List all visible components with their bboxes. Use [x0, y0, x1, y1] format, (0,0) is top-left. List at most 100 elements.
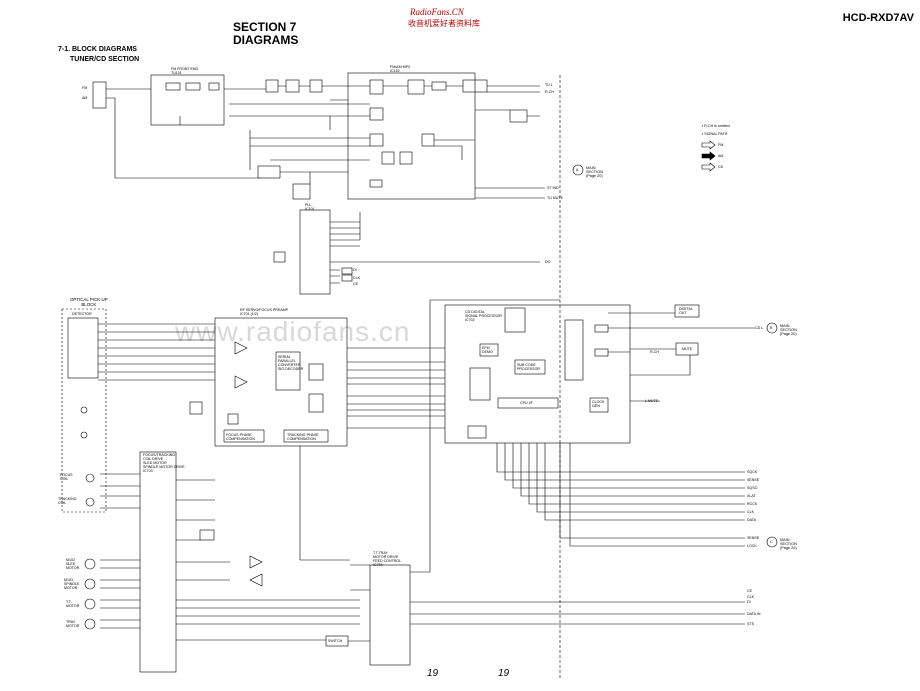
lmute-label: L MUTE [645, 399, 659, 403]
dac-l-block [594, 324, 609, 333]
tracking-coil-label: TRACKING COIL [58, 497, 77, 505]
detector-block [67, 317, 99, 379]
dac-r-block [594, 348, 609, 357]
sled-motor-label: M102 SLED MOTOR [66, 558, 80, 570]
am-input-label: AM [82, 96, 88, 100]
serial-block [564, 319, 584, 381]
switch-label: SWITCH [328, 639, 343, 643]
ce-label: CE [353, 282, 358, 286]
legend-note: • R-CH is omitted [702, 124, 730, 128]
d-a-block [504, 307, 526, 333]
legend-cd-label: CD [718, 165, 724, 169]
tracking-coil-symbol [85, 497, 95, 507]
clk-label: CLK [353, 276, 360, 280]
legend-am-arrow [701, 151, 716, 161]
fm-front-end-block [150, 74, 225, 126]
watermark-cn: 收音机爱好者资料库 [408, 19, 480, 28]
focus-compensation-block [223, 429, 265, 443]
apc-block [189, 401, 203, 415]
di2-label: DI [747, 600, 751, 604]
am-rf-amp-block [257, 165, 281, 179]
fm-am-mpx-block [347, 72, 476, 200]
cd-l-label: CD L [755, 326, 764, 330]
section-number: SECTION 7 [233, 20, 297, 34]
legend-am-label: AM [718, 154, 724, 158]
fm-am-mpx-label: FM/AM MPX IC152 [390, 65, 411, 73]
connector-c-letter: C [770, 540, 773, 544]
cf-filter-1 [265, 79, 279, 93]
efm-label: EFM DEMO [482, 346, 493, 354]
tray-motor-label: TRAY MOTOR [66, 620, 80, 628]
connector-c-circle [766, 536, 778, 548]
rf-amp-triangles [234, 341, 248, 389]
legend-title: • SIGNAL PATH [702, 132, 728, 136]
driver-lines [176, 479, 360, 641]
clock-gen-block [589, 397, 609, 413]
do-label: DO [545, 260, 551, 264]
efm-block [479, 343, 499, 357]
if-amp-block [285, 79, 300, 93]
diagram-section-name: TUNER/CD SECTION [70, 56, 140, 63]
focus-comp-label: FOCUS PHASE COMPENSATION [226, 433, 255, 441]
fm-det-block [407, 79, 425, 95]
coil-driver-block [139, 451, 177, 673]
connector-b-letter: B [770, 326, 773, 330]
fm-tuned-led [292, 183, 311, 200]
pickup-signal-lines [98, 323, 215, 381]
connector-a-circle [572, 164, 584, 176]
st-ind-block [369, 179, 383, 188]
am-det-block [399, 151, 413, 165]
section-title: SECTION 7 DIAGRAMS [233, 21, 298, 47]
sqso-label: SQSO [747, 486, 758, 490]
tt-control-lines [348, 299, 745, 642]
tt-motor-symbol [84, 598, 96, 610]
cd-r-label: R-CH [650, 350, 659, 354]
subcode-label: SUB CODE PROCESSOR [517, 363, 540, 371]
sense2-label: SENSE [747, 536, 760, 540]
legend-cd-arrow [701, 162, 716, 172]
tu-r-label: R-CH [545, 90, 554, 94]
clv-servo-block [469, 367, 491, 401]
dsp-block [444, 304, 631, 444]
serial-converter-label: SERIAL PARALLEL CONVERTER SIG.DECODER [278, 355, 304, 371]
focus-coil-label: FOCUS COIL [60, 473, 73, 481]
cpu-if-label: CPU I/F [520, 401, 533, 405]
vco-block [273, 251, 286, 263]
section-name: DIAGRAMS [233, 33, 299, 47]
focus-coil-symbol [85, 473, 95, 483]
fm-front-end-label: FM FRONT END TU101 [171, 67, 199, 75]
motor-lines [100, 473, 140, 629]
subcode-block [514, 359, 546, 375]
apc2-block [227, 413, 239, 425]
mixer-block [185, 82, 201, 91]
ce2-label: CE [747, 589, 752, 593]
lock-label: LOCK [747, 544, 757, 548]
watermark: www.radiofans.cn [175, 316, 411, 347]
tt-input-lines [299, 446, 370, 591]
serial-converter-block [275, 351, 301, 391]
tuner-control-lines [179, 99, 370, 184]
legend-fm-arrow [701, 140, 716, 150]
tracking-comp-label: TRACKING PHASE COMPENSATION [287, 433, 319, 441]
digital-clv-block [467, 425, 487, 439]
fm-input-label: FM [82, 86, 88, 90]
tt-motor-drive-block [369, 564, 411, 666]
dsp-output-lines [608, 312, 755, 402]
osc-block [208, 82, 220, 91]
sqck-label: SQCK [747, 470, 758, 474]
connector-a-letter: A [576, 168, 579, 172]
rf-servo-block [214, 317, 348, 447]
tray-motor-symbol [84, 618, 96, 630]
watermark-site: RadioFans.CN [410, 7, 464, 17]
data-label: DATA [747, 518, 757, 522]
coil-driver-label: FOCUS/TRACKING COIL DRIVE SLED MOTOR SPI… [143, 453, 185, 473]
digital-out-block [674, 304, 700, 318]
clk2-label: CLK [747, 510, 754, 514]
rf-dsp-lines [347, 347, 445, 429]
cf-filter-2 [309, 79, 323, 93]
antenna-jack [92, 81, 107, 109]
rf-amp-block [165, 82, 181, 91]
tuner-signal-lines [106, 85, 540, 179]
tt-motor-label: T.T.TRAY MOTOR DRIVE FEED CONTROL IC704 [373, 551, 402, 567]
